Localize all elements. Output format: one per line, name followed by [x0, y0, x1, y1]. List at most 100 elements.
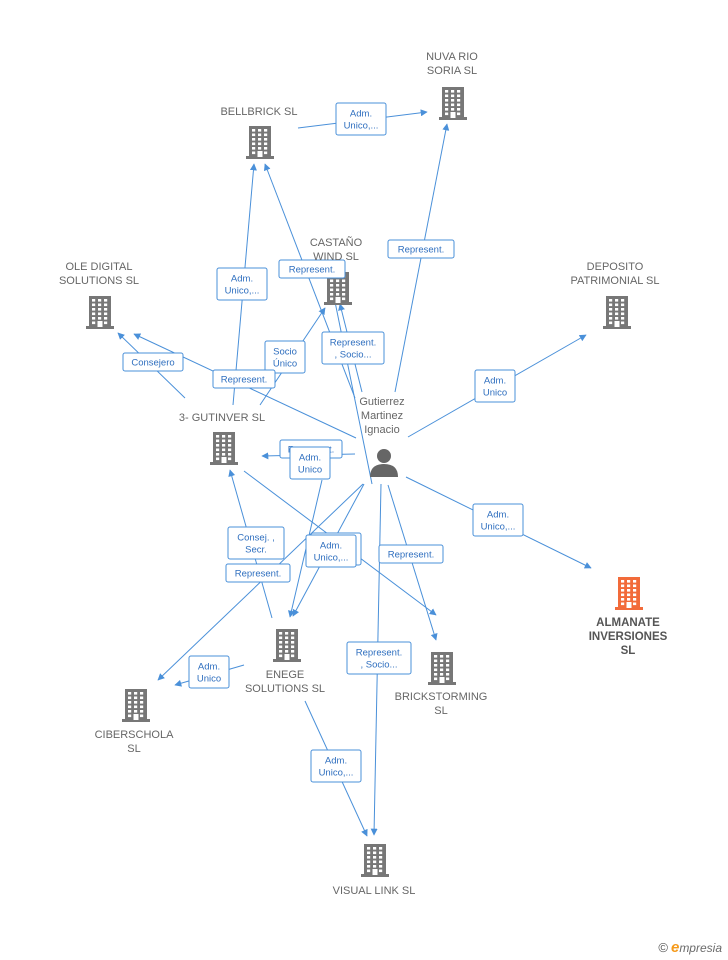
- node-label-ole: OLE DIGITAL: [65, 261, 132, 273]
- edge-label-text: Consej. ,: [237, 533, 275, 544]
- node-label-nuva: SORIA SL: [427, 65, 477, 77]
- edge-label-box: [264, 340, 306, 374]
- edge-label-box: [225, 563, 291, 583]
- edge-label-text: Unico,...: [481, 522, 516, 533]
- edge-label[interactable]: Adm.Unico,...: [335, 102, 387, 136]
- node-label-visual: VISUAL LINK SL: [333, 885, 416, 897]
- edge-label[interactable]: Represent.: [278, 259, 346, 279]
- edge-label[interactable]: Consejero: [122, 352, 184, 372]
- edge-label-box: [289, 446, 331, 480]
- edge-label[interactable]: Adm.Unico,...: [305, 534, 357, 568]
- node-label-deposito: DEPOSITO: [587, 261, 644, 273]
- node-label-enege: ENEGE: [266, 669, 305, 681]
- nuva-building-icon[interactable]: [439, 87, 467, 120]
- edge-label-text: Unico: [197, 674, 221, 685]
- edge-label-box: [321, 331, 385, 365]
- edge-label[interactable]: Represent., Socio...: [321, 331, 385, 365]
- edge-label-text: Unico: [483, 388, 507, 399]
- visual-building-icon[interactable]: [361, 844, 389, 877]
- node-label-castano: WIND SL: [313, 251, 359, 263]
- edge-line: [328, 281, 373, 485]
- edge-label-box: [212, 369, 276, 389]
- edge-label-text: Unico,...: [319, 768, 354, 779]
- brand-initial: e: [670, 939, 680, 956]
- node-label-bellbrick: BELLBRICK SL: [220, 106, 297, 118]
- node-label-person: Gutierrez: [359, 396, 404, 408]
- castano-building-icon[interactable]: [324, 272, 352, 305]
- edge-label-box: [310, 749, 362, 783]
- brickstorming-building-icon[interactable]: [428, 652, 456, 685]
- edge-label-box: [188, 655, 230, 689]
- edge-label-text: Unico,...: [344, 121, 379, 132]
- node-label-person: Martinez: [361, 410, 403, 422]
- edge-label[interactable]: Adm.Unico,...: [472, 503, 524, 537]
- node-label-ole: SOLUTIONS SL: [59, 275, 139, 287]
- edge-label-box: [216, 267, 268, 301]
- node-label-brickstorming: SL: [434, 705, 447, 717]
- bellbrick-building-icon[interactable]: [246, 126, 274, 159]
- node-label-gutinver: 3- GUTINVER SL: [179, 412, 265, 424]
- ole-building-icon[interactable]: [86, 296, 114, 329]
- edge-label[interactable]: Adm.Unico: [188, 655, 230, 689]
- edge-label[interactable]: Adm.Unico: [289, 446, 331, 480]
- node-label-ciberschola: SL: [127, 743, 140, 755]
- node-label-ciberschola: CIBERSCHOLA: [95, 729, 175, 741]
- deposito-building-icon[interactable]: [603, 296, 631, 329]
- edge-label-text: Unico,...: [314, 553, 349, 564]
- edge-label-text: Adm.: [487, 510, 509, 521]
- edge-label-text: Represent.: [388, 550, 434, 561]
- edge-label-box: [346, 641, 412, 675]
- edge-label-text: Adm.: [299, 453, 321, 464]
- copyright-symbol: ©: [658, 940, 668, 955]
- edge-label-text: Adm.: [350, 109, 372, 120]
- edge-label[interactable]: Represent.: [378, 544, 444, 564]
- edge-label[interactable]: Adm.Unico: [474, 369, 516, 403]
- edge-label-box: [474, 369, 516, 403]
- enege-building-icon[interactable]: [273, 629, 301, 662]
- edge-label-text: Unico: [298, 465, 322, 476]
- edge-label-text: , Socio...: [335, 350, 372, 361]
- edge-label-text: Unico,...: [225, 286, 260, 297]
- gutinver-building-icon[interactable]: [210, 432, 238, 465]
- edge-label-box: [378, 544, 444, 564]
- edge-label[interactable]: Represent., Socio...: [346, 641, 412, 675]
- edge-label-box: [387, 239, 455, 259]
- edge-label-box: [472, 503, 524, 537]
- edge-label-text: Secr.: [245, 545, 267, 556]
- edge-label-text: Adm.: [320, 541, 342, 552]
- edge-label-text: Represent.: [221, 375, 267, 386]
- edge-label-text: Represent.: [330, 338, 376, 349]
- edge-label[interactable]: Represent.: [225, 563, 291, 583]
- node-label-nuva: NUVA RIO: [426, 51, 478, 63]
- node-label-almanate: SL: [621, 645, 636, 657]
- edge-label-text: , Socio...: [361, 660, 398, 671]
- node-label-almanate: INVERSIONES: [589, 631, 668, 643]
- ciberschola-building-icon[interactable]: [122, 689, 150, 722]
- edge-label-text: Consejero: [131, 358, 174, 369]
- edge-label-text: Socio: [273, 347, 297, 358]
- edge-label[interactable]: Adm.Unico,...: [216, 267, 268, 301]
- edge-label-text: Adm.: [231, 274, 253, 285]
- edge-label[interactable]: Consej. ,Secr.: [227, 526, 285, 560]
- edge-label[interactable]: Represent.: [387, 239, 455, 259]
- node-label-brickstorming: BRICKSTORMING: [395, 691, 488, 703]
- node-label-deposito: PATRIMONIAL SL: [570, 275, 659, 287]
- edge-label-text: Único: [273, 359, 297, 370]
- empresia-watermark: ©empresia: [658, 939, 722, 956]
- edge-label-box: [305, 534, 357, 568]
- person-icon[interactable]: [370, 449, 398, 477]
- edge-label[interactable]: Represent.: [212, 369, 276, 389]
- edge-label-box: [278, 259, 346, 279]
- edge-label-text: Represent.: [289, 265, 335, 276]
- edge-label[interactable]: Adm.Unico,...: [310, 749, 362, 783]
- node-label-person: Ignacio: [364, 424, 399, 436]
- node-label-enege: SOLUTIONS SL: [245, 683, 325, 695]
- brand-name: mpresia: [679, 941, 722, 955]
- edge-label-box: [122, 352, 184, 372]
- edge-label-text: Represent.: [398, 245, 444, 256]
- edge-label-text: Adm.: [198, 662, 220, 673]
- almanate-building-icon[interactable]: [615, 577, 643, 610]
